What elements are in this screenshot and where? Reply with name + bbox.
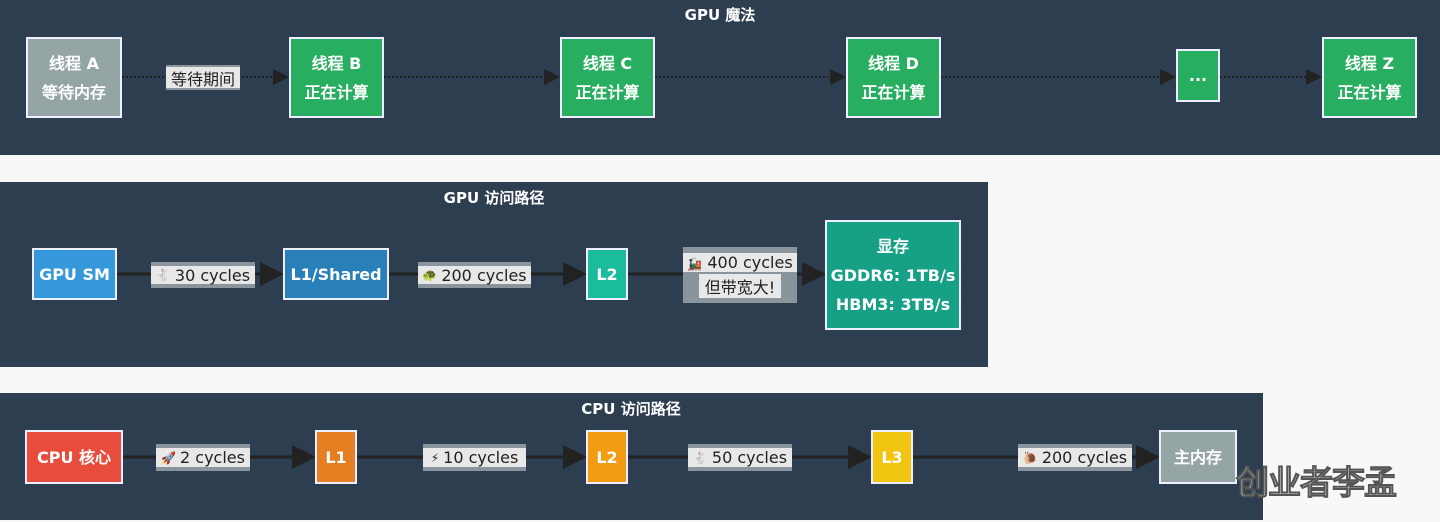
node-label: L2 bbox=[596, 447, 618, 467]
gpu-path-title: GPU 访问路径 bbox=[443, 189, 545, 207]
more-threads-node: ... bbox=[1176, 49, 1220, 102]
rocket-icon: 🚀 bbox=[161, 450, 176, 465]
node-title: 显存 bbox=[876, 236, 909, 256]
node-label: CPU 核心 bbox=[36, 447, 112, 467]
thread-c-node: 线程 C 正在计算 bbox=[560, 37, 655, 118]
train-icon: 🚂 bbox=[687, 256, 703, 271]
bandwidth-note: 但带宽大! bbox=[698, 273, 782, 298]
node-title: ... bbox=[1188, 66, 1208, 85]
node-label: 主内存 bbox=[1173, 447, 1222, 467]
turtle-icon: 🐢 bbox=[422, 268, 438, 282]
cpu-core-node: CPU 核心 bbox=[25, 430, 123, 484]
cpu-l2-node: L2 bbox=[586, 430, 628, 484]
lightning-icon: ⚡ bbox=[430, 450, 440, 465]
thread-z-node: 线程 Z 正在计算 bbox=[1322, 37, 1417, 118]
edge-label-text: 2 cycles bbox=[180, 448, 245, 467]
node-status: 等待内存 bbox=[41, 82, 106, 102]
edge-label-text: 10 cycles bbox=[443, 448, 519, 467]
node-hbm3: HBM3: 3TB/s bbox=[835, 294, 951, 314]
node-status: 正在计算 bbox=[304, 82, 369, 102]
edge-label-200-cpu: 🐌200 cycles bbox=[1018, 444, 1132, 471]
node-label: L3 bbox=[881, 447, 903, 467]
node-title: 线程 D bbox=[868, 53, 919, 73]
cpu-l1-node: L1 bbox=[315, 430, 357, 484]
edge-label-text: 200 cycles bbox=[1041, 448, 1128, 467]
node-label: GPU SM bbox=[39, 264, 110, 284]
edge-label-50: 🐇50 cycles bbox=[688, 444, 792, 471]
node-label: L1/Shared bbox=[290, 264, 382, 284]
gpu-magic-title: GPU 魔法 bbox=[684, 6, 756, 24]
node-title: 线程 B bbox=[311, 53, 362, 73]
node-title: 线程 A bbox=[49, 53, 99, 73]
node-title: 线程 Z bbox=[1344, 53, 1395, 73]
node-gddr6: GDDR6: 1TB/s bbox=[830, 265, 956, 285]
edge-label-text: 50 cycles bbox=[711, 448, 788, 467]
wait-edge-label: 等待期间 bbox=[166, 65, 240, 90]
thread-d-node: 线程 D 正在计算 bbox=[846, 37, 941, 118]
node-status: 正在计算 bbox=[1337, 82, 1402, 102]
edge-label-text: 200 cycles bbox=[441, 265, 527, 285]
node-label: L2 bbox=[596, 264, 618, 284]
l1-shared-node: L1/Shared bbox=[283, 248, 389, 300]
thread-a-node: 线程 A 等待内存 bbox=[26, 37, 122, 118]
cpu-path-title: CPU 访问路径 bbox=[581, 400, 681, 418]
edge-label-30: 🐇30 cycles bbox=[151, 262, 255, 288]
cpu-l3-node: L3 bbox=[871, 430, 913, 484]
gpu-sm-node: GPU SM bbox=[32, 248, 117, 300]
edge-label-2: 🚀 2 cycles bbox=[156, 444, 250, 471]
watermark: 创业者李孟 bbox=[1236, 463, 1398, 503]
gpu-l2-node: L2 bbox=[586, 248, 628, 300]
snail-icon: 🐌 bbox=[1022, 450, 1038, 465]
node-status: 正在计算 bbox=[861, 82, 926, 102]
rabbit-icon: 🐇 bbox=[692, 450, 708, 465]
node-label: L1 bbox=[325, 447, 347, 467]
thread-b-node: 线程 B 正在计算 bbox=[289, 37, 384, 118]
edge-label-200: 🐢200 cycles bbox=[418, 262, 531, 288]
node-status: 正在计算 bbox=[575, 82, 640, 102]
rabbit-icon: 🐇 bbox=[155, 268, 171, 282]
edge-label-10: ⚡10 cycles bbox=[423, 444, 526, 471]
edge-label-text: 400 cycles bbox=[707, 252, 793, 272]
node-title: 线程 C bbox=[582, 53, 633, 73]
edge-label-text: 30 cycles bbox=[174, 265, 251, 285]
main-memory-node: 主内存 bbox=[1159, 430, 1237, 484]
